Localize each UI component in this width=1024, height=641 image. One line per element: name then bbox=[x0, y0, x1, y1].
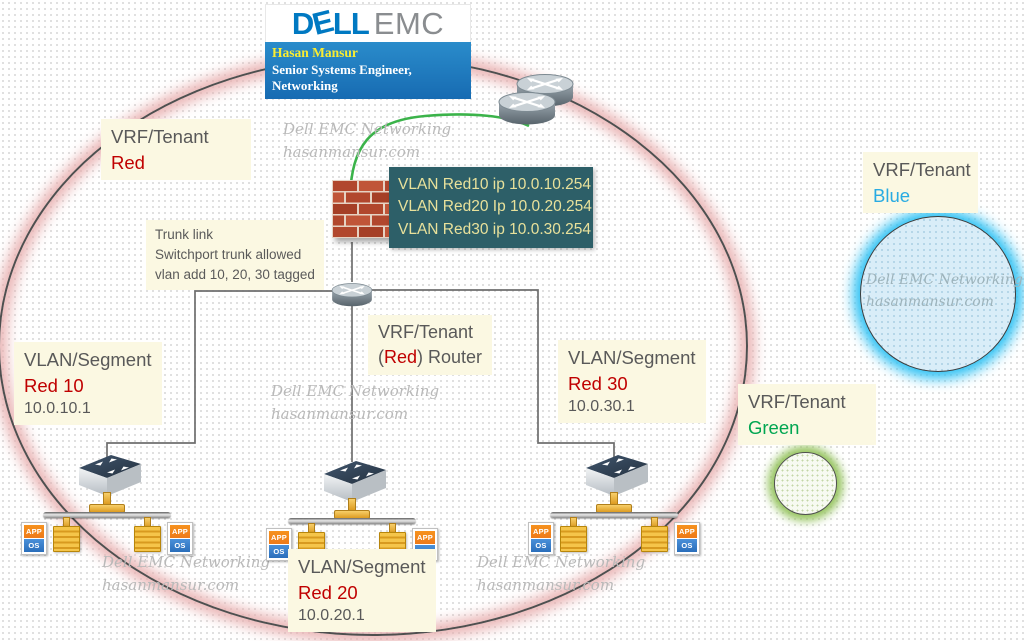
app-os-badge: APP OS bbox=[528, 522, 554, 555]
vlan10-segment-label: VLAN/Segment Red 10 10.0.10.1 bbox=[14, 342, 162, 426]
watermark: Dell EMC Networking hasanmansur.com bbox=[866, 272, 1023, 310]
app-os-badge: APP OS bbox=[167, 522, 193, 555]
vlan-gateway-box: VLAN Red10 ip 10.0.10.254 VLAN Red20 Ip … bbox=[389, 167, 593, 249]
tenant-blue-label: VRF/Tenant Blue bbox=[863, 152, 978, 214]
watermark: Dell EMC Networking hasanmansur.com bbox=[283, 120, 452, 162]
server-icon bbox=[53, 526, 80, 552]
server-icon bbox=[641, 526, 668, 552]
author-title: Senior Systems Engineer, Networking bbox=[272, 61, 412, 94]
emc-wordmark: EMC bbox=[373, 5, 445, 41]
server-icon bbox=[134, 526, 161, 552]
app-os-badge: APP OS bbox=[21, 522, 47, 555]
author-name: Hasan Mansur bbox=[272, 45, 358, 60]
watermark: Dell EMC Networking hasanmansur.com bbox=[102, 553, 271, 595]
switch-icon bbox=[324, 461, 386, 502]
switch-icon bbox=[79, 455, 141, 496]
vrf-router-label: VRF/Tenant (Red) Router bbox=[368, 315, 493, 375]
author-banner: Hasan Mansur Senior Systems Engineer, Ne… bbox=[265, 42, 471, 100]
watermark: Dell EMC Networking hasanmansur.com bbox=[477, 553, 646, 595]
app-os-badge: APP OS bbox=[266, 528, 292, 561]
vlan30-segment-label: VLAN/Segment Red 30 10.0.30.1 bbox=[558, 340, 706, 424]
tenant-green-label: VRF/Tenant Green bbox=[738, 384, 876, 446]
vlan30-access-cluster: APP OS APP OS bbox=[524, 452, 704, 558]
tenant-red-label: VRF/Tenant Red bbox=[101, 119, 251, 181]
trunk-link-note: Trunk link Switchport trunk allowed vlan… bbox=[146, 220, 324, 290]
tenant-blue-zone bbox=[860, 216, 1016, 372]
vrf-red-router-icon bbox=[331, 283, 373, 307]
watermark: Dell EMC Networking hasanmansur.com bbox=[271, 382, 440, 424]
vlan20-segment-label: VLAN/Segment Red 20 10.0.20.1 bbox=[288, 549, 436, 633]
dell-letter-d: D bbox=[291, 5, 314, 41]
tenant-green-zone bbox=[774, 452, 837, 515]
external-router-icon bbox=[498, 92, 556, 125]
app-os-badge: APP OS bbox=[674, 522, 700, 555]
switch-icon bbox=[586, 455, 648, 496]
segment-bus bbox=[550, 512, 678, 518]
server-icon bbox=[560, 526, 587, 552]
segment-bus bbox=[288, 518, 416, 524]
vlan10-access-cluster: APP OS APP OS bbox=[17, 452, 197, 558]
dell-letters-ll: LL bbox=[332, 5, 370, 41]
segment-bus bbox=[43, 512, 171, 518]
